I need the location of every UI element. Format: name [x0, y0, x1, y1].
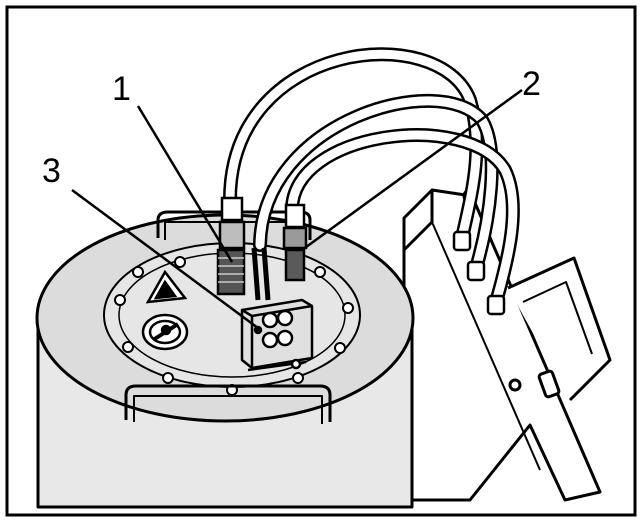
- hose-fittings-right: [452, 230, 506, 316]
- leader-lines: [71, 88, 523, 330]
- leader-line-3: [71, 188, 259, 330]
- callout-3: 3: [42, 152, 61, 190]
- valve-block-3: [240, 298, 314, 372]
- connector-2: [282, 203, 308, 282]
- side-panel: [402, 188, 612, 502]
- small-cables: [251, 247, 271, 301]
- leader-line-1: [136, 105, 234, 263]
- symbol-badge-icon: [141, 313, 189, 351]
- warning-triangle-icon: [145, 269, 188, 304]
- callout-1: 1: [112, 70, 131, 108]
- hoses: [223, 47, 520, 309]
- connector-1: [216, 196, 246, 296]
- callout-2: 2: [522, 65, 541, 103]
- leader-line-2: [301, 88, 523, 252]
